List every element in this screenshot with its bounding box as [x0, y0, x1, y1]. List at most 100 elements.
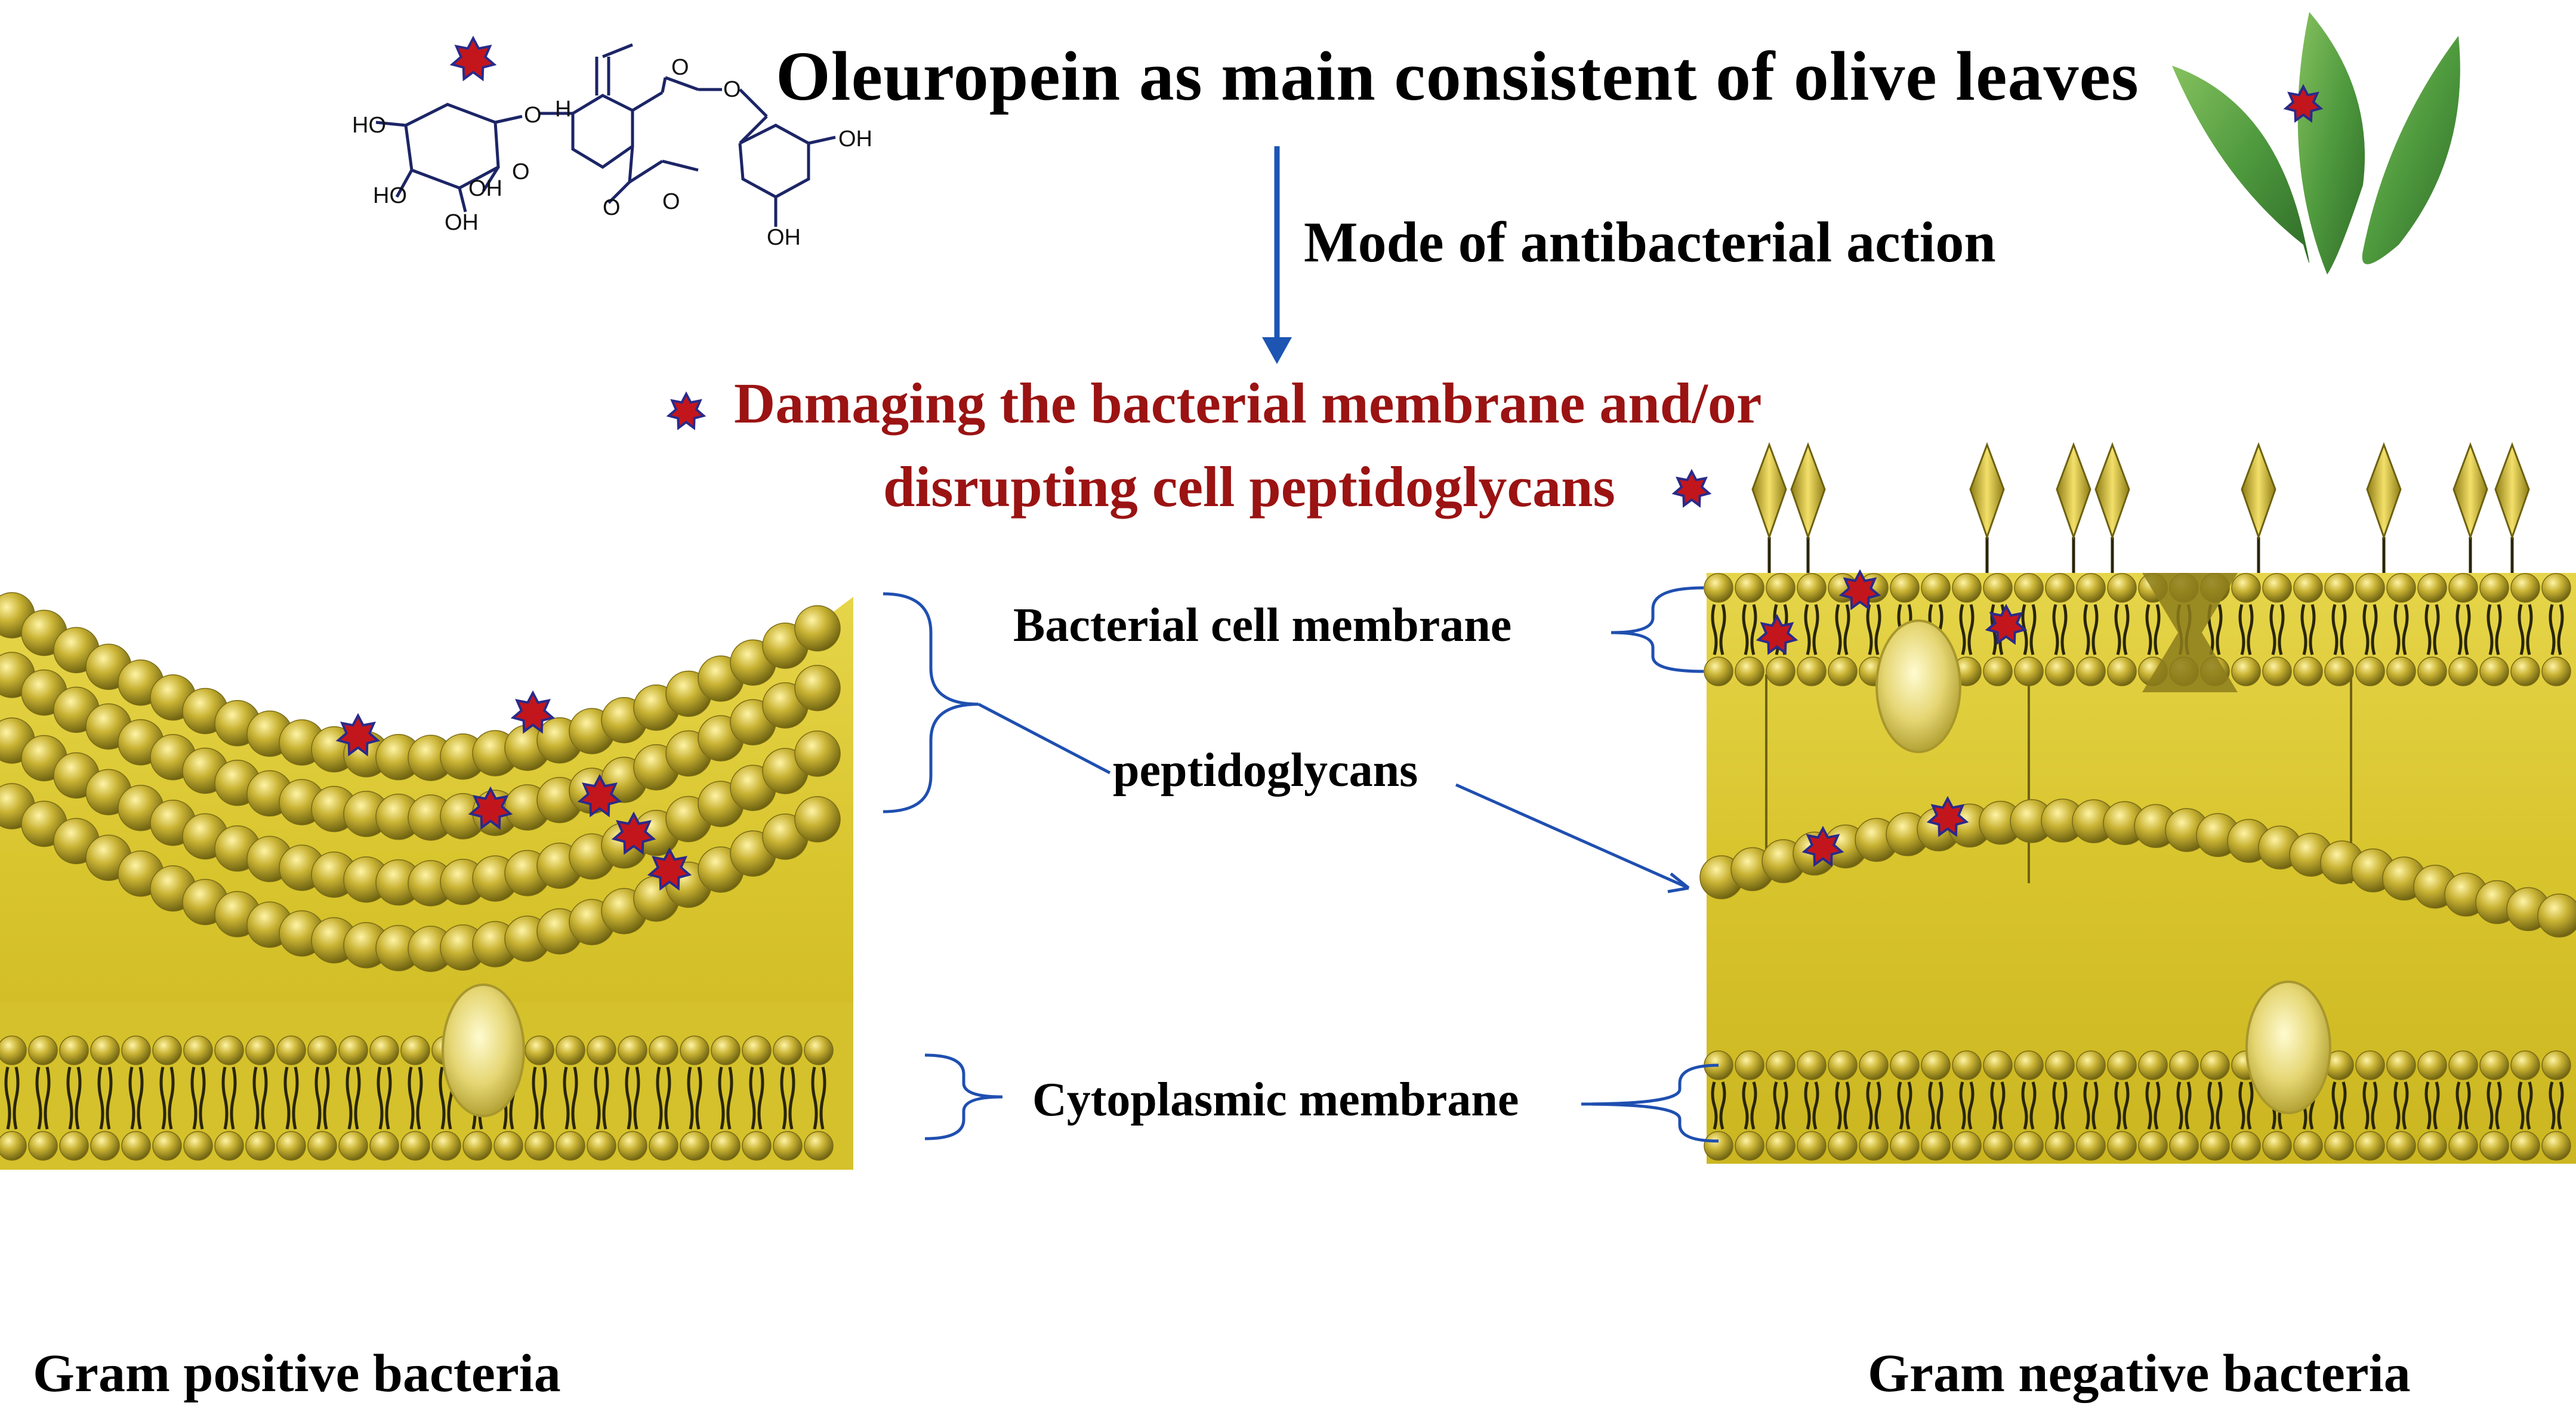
lipid-tail [2083, 604, 2090, 655]
oleuropein-star [1756, 613, 1798, 655]
lipid-head [400, 1035, 430, 1065]
lipid-tail [2464, 604, 2471, 655]
lipid-head [28, 1131, 58, 1161]
lps-diamond [1751, 442, 1787, 540]
lipid-head [1704, 573, 1733, 603]
lipid-head [2076, 656, 2106, 686]
lipid-tail [1897, 1081, 1904, 1130]
lipid-tail [788, 1066, 795, 1130]
lipid-tail [2402, 1081, 2409, 1130]
gram-positive-cell [0, 592, 853, 1170]
lipid-head [462, 1131, 492, 1161]
lipid-tail [2331, 1081, 2339, 1130]
lipid-head [2324, 1131, 2354, 1161]
lipid-tail [345, 1066, 353, 1130]
lipid-tail [2114, 1081, 2121, 1130]
cytoplasmic-bracket-left [924, 1053, 1003, 1140]
lipid-tail [1866, 1081, 1873, 1130]
molecule-atom: O [603, 195, 621, 220]
lps-diamond [1969, 442, 2005, 540]
lipid-tail [718, 1066, 725, 1130]
lipid-head [59, 1131, 89, 1161]
lipid-tail [602, 1066, 609, 1130]
lipid-tail [292, 1066, 299, 1130]
lipid-tail [159, 1066, 166, 1130]
lipid-head [183, 1035, 213, 1065]
oleuropein-star [2283, 84, 2324, 123]
lipid-tail [283, 1066, 291, 1130]
lipid-tail [2207, 1081, 2214, 1130]
lipid-head [338, 1131, 368, 1161]
lipid-head [1890, 1050, 1920, 1080]
lipid-head [90, 1131, 120, 1161]
lipid-head [1704, 1131, 1733, 1161]
lipid-tail [625, 1066, 632, 1130]
lipid-tail [385, 1066, 392, 1130]
lps-diamond [2056, 442, 2091, 540]
lipid-head [1797, 573, 1827, 603]
lipid-tail [2393, 1081, 2401, 1130]
lipid-tail [323, 1066, 330, 1130]
lipid-tail [1959, 604, 1966, 655]
annotation-brackets [883, 586, 1719, 1143]
lipid-head [1983, 1050, 2013, 1080]
peptidoglycan-connector-left [977, 702, 1111, 775]
lipid-head [214, 1131, 244, 1161]
lipid-head [2448, 1131, 2478, 1161]
mode-of-action-arrow [1262, 146, 1292, 364]
lipid-tail [2495, 1081, 2502, 1130]
lipid-tail [44, 1066, 51, 1130]
lipid-head [1828, 656, 1858, 686]
lipid-head [276, 1131, 306, 1161]
lipid-head [245, 1035, 275, 1065]
lipid-head [1890, 1131, 1920, 1161]
lipid-head [2076, 573, 2106, 603]
lipid-tail [106, 1066, 113, 1130]
lipid-head [1983, 573, 2013, 603]
molecule-atom: HO [373, 183, 407, 208]
peptidoglycan-bead [794, 730, 841, 777]
lipid-tail [2424, 1081, 2432, 1130]
olive-leaves [2172, 12, 2460, 275]
lipid-tail [633, 1066, 640, 1130]
lipid-tail [2145, 604, 2152, 655]
lipid-head [1890, 573, 1920, 603]
lipid-tail [2486, 1081, 2494, 1130]
oleuropein-star [611, 811, 656, 855]
lipid-head [338, 1035, 368, 1065]
molecule-atom: O [671, 55, 689, 80]
lipid-head [2200, 1131, 2230, 1161]
molecule-atom: O [524, 103, 542, 128]
olive-leaf-left [2172, 66, 2309, 263]
lipid-head [1797, 656, 1827, 686]
lipid-head [742, 1035, 772, 1065]
membrane-protein [442, 984, 525, 1117]
lipid-tail [408, 1066, 415, 1130]
lipid-head [2386, 656, 2416, 686]
lipid-tail [2216, 604, 2223, 655]
oleuropein-star [647, 847, 692, 891]
lipid-tail [221, 1066, 229, 1130]
lipid-head [1983, 656, 2013, 686]
molecule-atom: O [512, 159, 530, 184]
lipid-tail [2424, 604, 2432, 655]
lipid-head [1704, 656, 1733, 686]
lipid-head [1921, 1131, 1951, 1161]
lipid-head [121, 1035, 151, 1065]
lipid-head [2045, 573, 2075, 603]
lipid-head [2138, 1131, 2168, 1161]
lipid-tail [66, 1066, 73, 1130]
lipid-tail [2238, 1081, 2245, 1130]
lipid-head [1735, 1050, 1764, 1080]
lipid-tail [2185, 1081, 2192, 1130]
lipid-tail [314, 1066, 322, 1130]
lipid-head [2014, 1131, 2044, 1161]
lps-diamond [2366, 442, 2402, 540]
lipid-head [680, 1131, 709, 1161]
olive-leaf-right [2362, 36, 2460, 264]
lipid-tail [2486, 604, 2494, 655]
lipid-head [2355, 1131, 2385, 1161]
molecule-atom: O [723, 77, 741, 102]
lipid-tail [1967, 604, 1975, 655]
